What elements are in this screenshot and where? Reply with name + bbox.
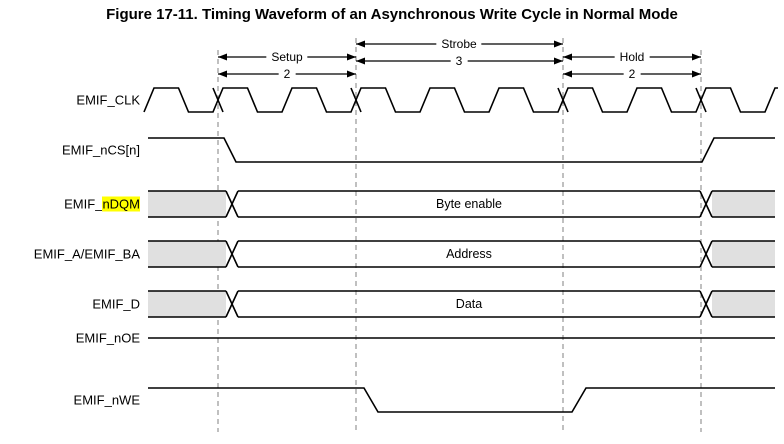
clk-wave-path	[143, 87, 778, 113]
clk-edge-crossovers	[212, 87, 707, 113]
ndqm-transition-x	[225, 190, 713, 218]
a-ba-invalid-right	[712, 241, 775, 267]
signal-label-emif-ncs: EMIF_nCS[n]	[61, 142, 140, 158]
ndqm-bus-rails	[148, 190, 775, 218]
a-ba-bus-rails	[148, 240, 775, 268]
hold-label: Hold	[614, 50, 650, 64]
a-ba-invalid-left	[148, 241, 226, 267]
ndqm-invalid-left	[148, 191, 226, 217]
signal-label-emif-d: EMIF_D	[92, 296, 140, 312]
signal-label-emif-ndqm: EMIF_nDQM	[0, 196, 140, 212]
figure-title: Figure 17-11. Timing Waveform of an Asyn…	[106, 6, 678, 23]
setup-cycles-value: 2	[278, 67, 296, 81]
ndqm-label-highlighted-text: nDQM	[102, 196, 140, 212]
ndqm-bus-value-label: Byte enable	[435, 197, 503, 211]
setup-label: Setup	[266, 50, 308, 64]
emif-a-ba-waveform	[148, 240, 775, 268]
emif-nwe-waveform	[148, 387, 775, 413]
arrowheads	[218, 40, 701, 78]
d-bus-rails	[148, 290, 775, 318]
address-bus-value-label: Address	[446, 247, 492, 261]
data-bus-value-label: Data	[455, 297, 483, 311]
ndqm-invalid-right	[712, 191, 775, 217]
d-invalid-left	[148, 291, 226, 317]
ndqm-label-prefix: EMIF_	[64, 196, 103, 212]
signal-label-emif-noe: EMIF_nOE	[75, 330, 140, 346]
strobe-label: Strobe	[436, 37, 482, 51]
a-ba-transition-x	[225, 240, 713, 268]
strobe-cycles-value: 3	[450, 54, 468, 68]
boundary-guide-lines	[217, 38, 702, 432]
signal-label-emif-a-ba: EMIF_A/EMIF_BA	[33, 246, 140, 262]
emif-clk-waveform	[143, 87, 778, 113]
signal-label-emif-clk: EMIF_CLK	[76, 92, 140, 108]
d-invalid-right	[712, 291, 775, 317]
hold-cycles-value: 2	[623, 67, 641, 81]
d-transition-x	[225, 290, 713, 318]
emif-ndqm-waveform	[148, 190, 775, 218]
emif-d-waveform	[148, 290, 775, 318]
signal-label-emif-nwe: EMIF_nWE	[73, 392, 140, 408]
emif-ncs-waveform	[148, 137, 775, 163]
